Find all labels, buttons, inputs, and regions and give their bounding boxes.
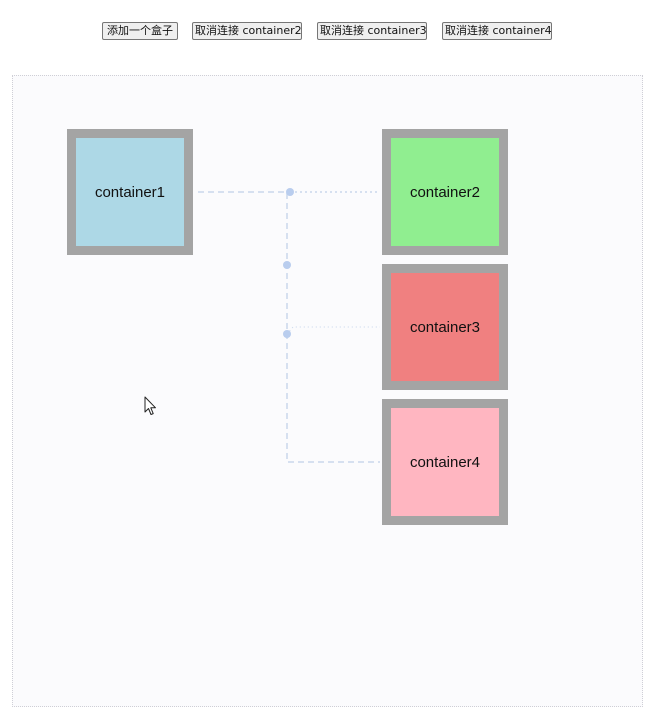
unlink-container3-button[interactable]: 取消连接 container3	[317, 22, 427, 40]
container1-label: container1	[94, 183, 166, 201]
container4-box[interactable]: container4	[382, 399, 508, 525]
add-box-button[interactable]: 添加一个盒子	[102, 22, 178, 40]
container3-label: container3	[409, 318, 481, 336]
unlink-container2-button[interactable]: 取消连接 container2	[192, 22, 302, 40]
unlink-container4-button[interactable]: 取消连接 container4	[442, 22, 552, 40]
arrow-cursor-icon	[144, 396, 156, 415]
container3-box[interactable]: container3	[382, 264, 508, 390]
container2-label: container2	[409, 183, 481, 201]
toolbar: 添加一个盒子 取消连接 container2 取消连接 container3 取…	[0, 22, 658, 40]
container2-box[interactable]: container2	[382, 129, 508, 255]
container1-box[interactable]: container1	[67, 129, 193, 255]
container4-label: container4	[409, 453, 481, 471]
